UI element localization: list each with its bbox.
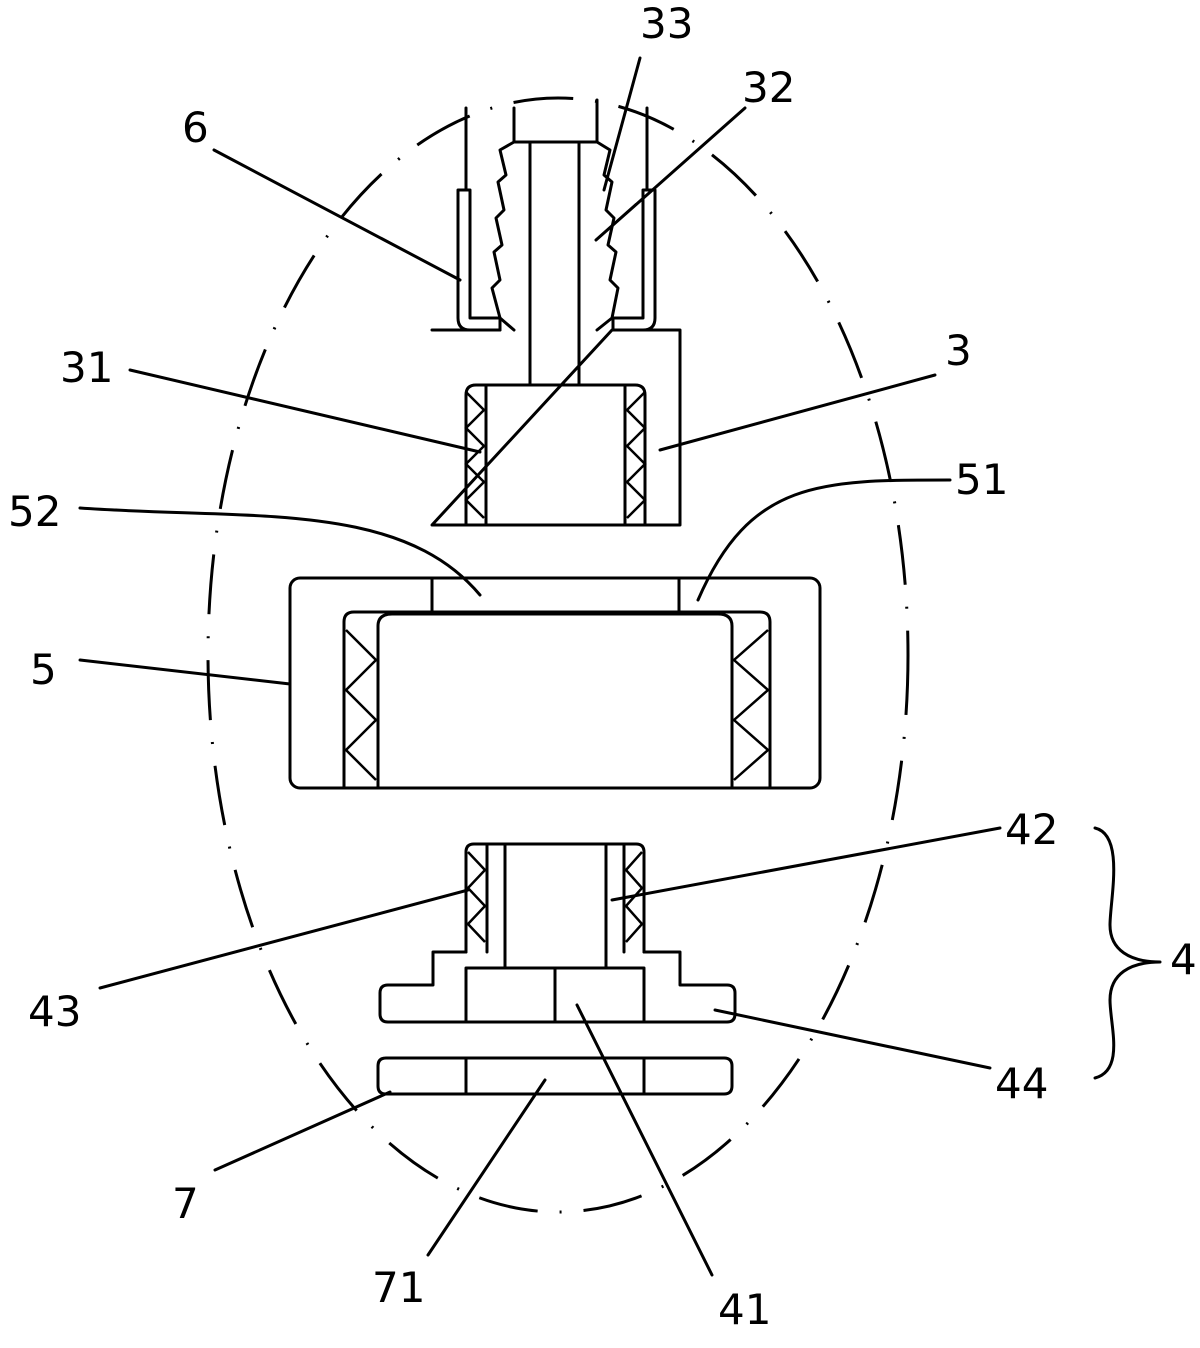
leader-71 — [426, 1078, 547, 1257]
leader-6 — [212, 148, 462, 282]
leader-32 — [594, 106, 747, 242]
label-42: 42 — [1005, 805, 1058, 854]
label-7: 7 — [172, 1179, 199, 1228]
leader-43 — [98, 888, 470, 990]
label-33: 33 — [640, 0, 693, 48]
label-43: 43 — [28, 987, 81, 1036]
label-51: 51 — [955, 455, 1008, 504]
label-4: 4 — [1170, 935, 1197, 984]
label-52: 52 — [8, 487, 61, 536]
label-31: 31 — [60, 343, 113, 392]
part-labels: 33 32 6 31 3 52 51 5 42 43 4 44 7 71 41 — [8, 0, 1197, 1334]
label-5: 5 — [30, 645, 57, 694]
leader-44 — [713, 1008, 992, 1070]
part-4-base-fitting — [378, 842, 737, 1024]
leader-3 — [658, 373, 937, 452]
part-7-washer — [376, 1056, 734, 1096]
dash-dot-enclosure — [206, 96, 910, 1214]
leader-52 — [78, 506, 482, 597]
leader-7 — [213, 1090, 392, 1172]
label-41: 41 — [718, 1285, 771, 1334]
label-44: 44 — [995, 1059, 1048, 1108]
label-6: 6 — [182, 103, 209, 152]
leader-5 — [78, 658, 292, 686]
leader-33 — [602, 56, 642, 192]
part-5-nut — [288, 576, 822, 790]
label-71: 71 — [372, 1263, 425, 1312]
label-3: 3 — [945, 326, 972, 375]
leader-lines — [78, 56, 1162, 1277]
leader-41 — [575, 1003, 714, 1277]
leader-31 — [128, 368, 482, 454]
leader-51 — [696, 478, 952, 602]
label-32: 32 — [742, 63, 795, 112]
part-3-connector — [430, 140, 682, 527]
leader-42 — [610, 826, 1002, 902]
brace-4 — [1093, 826, 1162, 1080]
